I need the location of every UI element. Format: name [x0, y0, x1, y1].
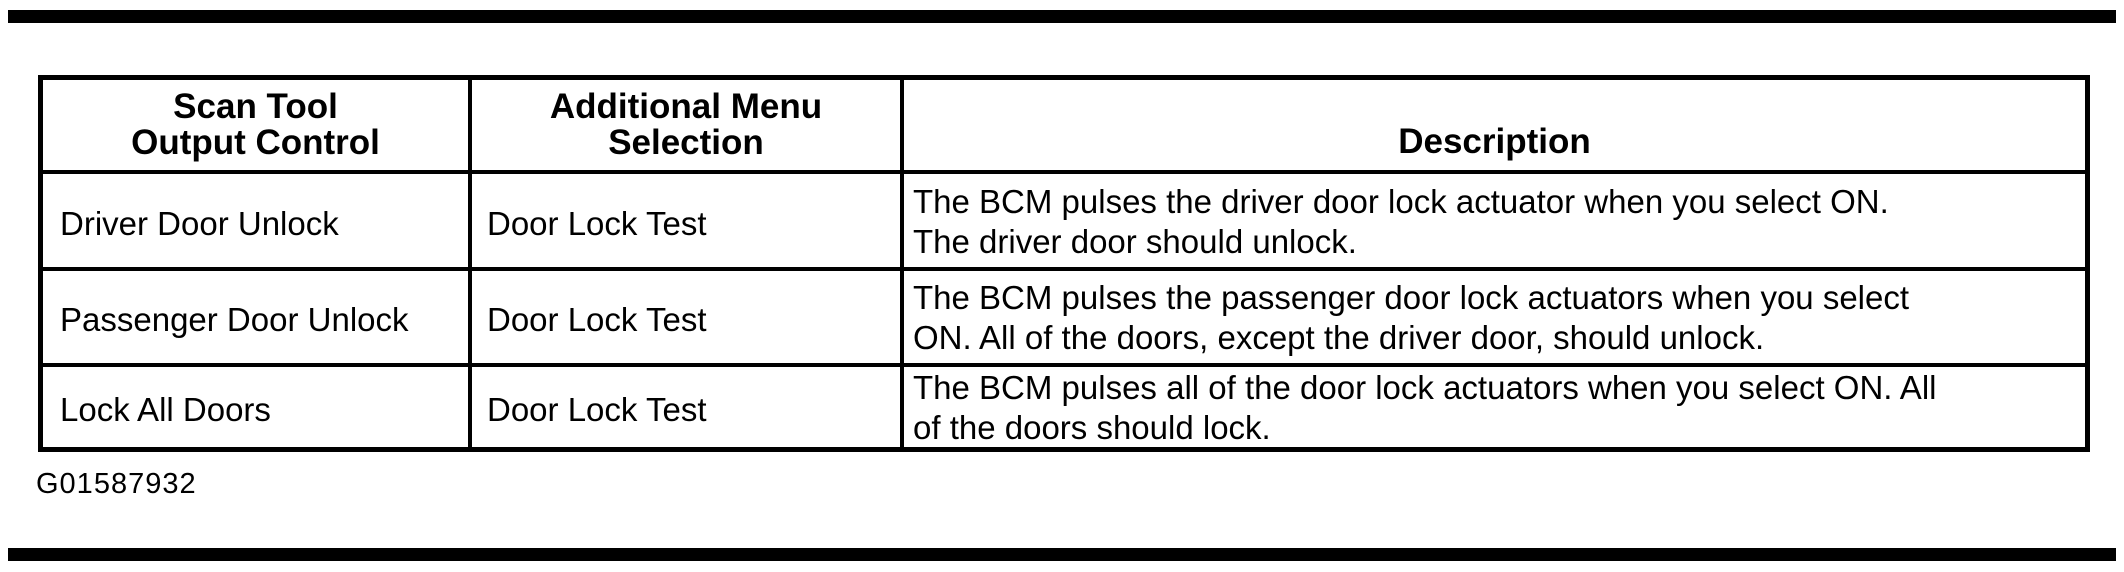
description-line: The BCM pulses all of the door lock actu… — [913, 369, 1937, 406]
cell-description-row3: The BCM pulses all of the door lock actu… — [900, 363, 2085, 447]
output-control-table: Scan Tool Output Control Additional Menu… — [38, 75, 2090, 452]
figure-id: G01587932 — [36, 468, 197, 500]
cell-menu-selection-row3: Door Lock Test — [468, 363, 900, 447]
cell-output-control-driver-door-unlock: Driver Door Unlock — [43, 170, 468, 267]
description-line: ON. All of the doors, except the driver … — [913, 319, 1765, 356]
cell-text: Lock All Doors — [60, 391, 271, 428]
cell-description-row1: The BCM pulses the driver door lock actu… — [900, 170, 2085, 267]
cell-text: Door Lock Test — [487, 391, 707, 428]
cell-menu-selection-row1: Door Lock Test — [468, 170, 900, 267]
header-cell-scan-tool-output-control: Scan Tool Output Control — [43, 80, 468, 170]
description-line: The driver door should unlock. — [913, 222, 1357, 260]
header-line: Description — [1398, 122, 1591, 161]
description-line: of the doors should lock. — [913, 409, 1271, 446]
cell-text: Door Lock Test — [487, 204, 707, 242]
header-cell-description: Description — [900, 80, 2085, 170]
cell-description-row2: The BCM pulses the passenger door lock a… — [900, 267, 2085, 363]
cell-text: Door Lock Test — [487, 301, 707, 338]
header-line: Selection — [608, 123, 764, 162]
cell-text: Driver Door Unlock — [60, 204, 339, 242]
cell-text: Passenger Door Unlock — [60, 301, 409, 338]
header-line: Additional Menu — [549, 87, 823, 126]
header-line: Output Control — [131, 123, 380, 162]
cell-menu-selection-row2: Door Lock Test — [468, 267, 900, 363]
scan-edge-bottom-bar — [8, 548, 2116, 561]
description-line: The BCM pulses the driver door lock actu… — [913, 182, 1889, 220]
scan-edge-top-bar — [8, 10, 2116, 23]
header-cell-additional-menu-selection: Additional Menu Selection — [468, 80, 900, 170]
description-line: The BCM pulses the passenger door lock a… — [913, 279, 1910, 316]
header-line: Scan Tool — [173, 87, 338, 126]
cell-output-control-lock-all-doors: Lock All Doors — [43, 363, 468, 447]
cell-output-control-passenger-door-unlock: Passenger Door Unlock — [43, 267, 468, 363]
